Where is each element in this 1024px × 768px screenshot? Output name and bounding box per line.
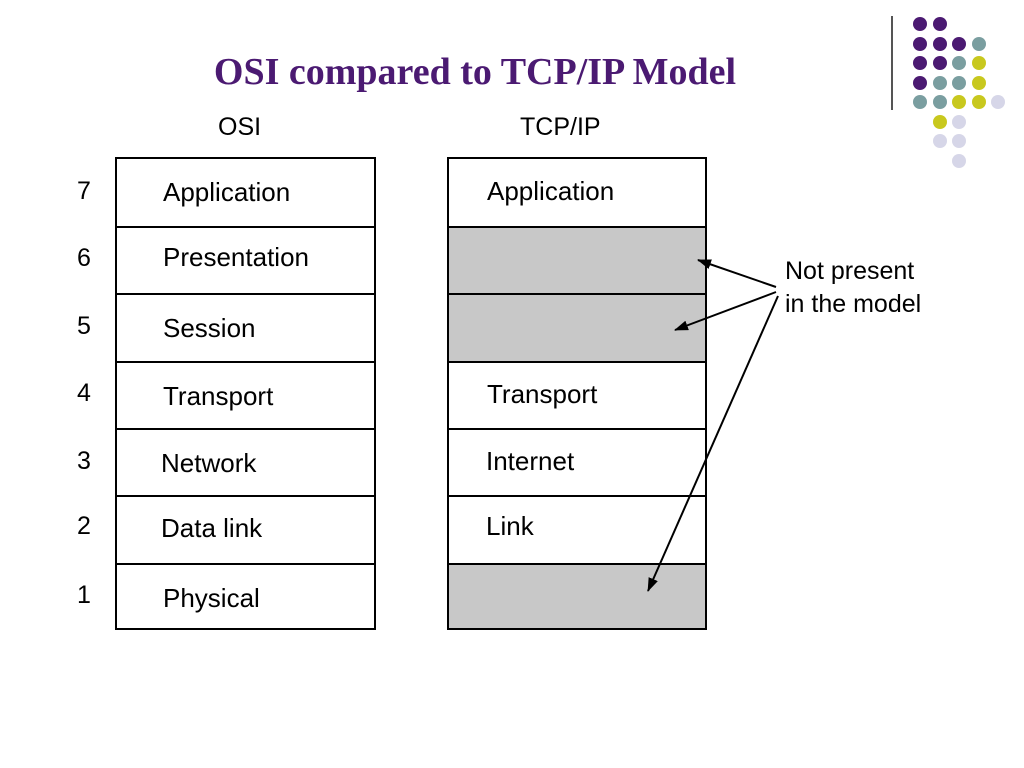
decorative-dot <box>932 17 947 31</box>
layer-number-1: 1 <box>77 581 91 609</box>
note-line-1: Not present <box>785 257 915 285</box>
slide-title: OSI compared to TCP/IP Model <box>213 51 737 93</box>
tcpip-heading: TCP/IP <box>520 113 601 141</box>
layer-number-2: 2 <box>77 512 91 540</box>
tcpip-layer-link: Link <box>449 495 705 563</box>
tcpip-layer-label: Application <box>487 176 615 206</box>
osi-layer-network: Network <box>117 428 374 495</box>
decorative-dot <box>952 95 966 109</box>
tcpip-layer-label: Internet <box>486 446 575 476</box>
decorative-dot <box>932 56 947 70</box>
decorative-dot <box>913 75 927 90</box>
decorative-dot <box>952 153 966 168</box>
osi-layer-presentation: Presentation <box>117 226 374 293</box>
tcpip-layer-label: Link <box>486 511 534 541</box>
osi-layer-label: Network <box>161 448 257 478</box>
tcpip-layer-internet: Internet <box>449 428 705 495</box>
tcpip-layer-absent-6 <box>449 226 705 293</box>
tcpip-layer-absent-5 <box>449 293 705 361</box>
osi-layer-label: Transport <box>163 381 274 411</box>
layer-number-4: 4 <box>77 379 91 407</box>
osi-layer-transport: Transport <box>117 361 374 428</box>
decorative-dot <box>991 95 1005 109</box>
decorative-dot <box>971 36 986 51</box>
decorative-dot <box>952 114 966 129</box>
decorative-dot <box>932 75 947 90</box>
arrow-to-presentation-gap <box>697 259 777 288</box>
osi-layer-label: Session <box>163 313 256 343</box>
osi-layer-physical: Physical <box>117 563 374 628</box>
decorative-dot <box>971 95 986 109</box>
arrow-to-physical-gap <box>647 295 779 592</box>
layer-number-6: 6 <box>77 244 91 272</box>
decorative-dot <box>913 56 927 70</box>
decorative-dot <box>971 56 986 70</box>
osi-heading: OSI <box>218 113 262 141</box>
tcpip-layer-application: Application <box>449 159 705 226</box>
tcpip-layer-absent-1 <box>449 563 705 628</box>
decorative-dot <box>971 75 986 90</box>
osi-layer-label: Data link <box>161 513 263 543</box>
tcpip-layer-label: Transport <box>487 379 598 409</box>
layer-number-5: 5 <box>77 312 91 340</box>
not-present-note: Not present in the model <box>785 255 921 321</box>
osi-layer-session: Session <box>117 293 374 361</box>
title-divider-line <box>891 16 893 110</box>
osi-layer-label: Application <box>163 177 291 207</box>
decorative-dot <box>952 75 966 90</box>
osi-layer-data-link: Data link <box>117 495 374 563</box>
decorative-dot <box>932 36 947 51</box>
decorative-dot <box>952 36 966 51</box>
decorative-dot <box>913 36 927 51</box>
osi-layer-label: Physical <box>163 583 260 613</box>
decorative-dot <box>932 134 947 148</box>
decorative-dot <box>932 114 947 129</box>
note-line-2: in the model <box>785 290 922 318</box>
arrow-to-session-gap <box>674 291 777 331</box>
tcpip-layer-transport: Transport <box>449 361 705 428</box>
osi-layer-label: Presentation <box>163 242 309 272</box>
decorative-dot <box>952 56 966 70</box>
decorative-dot <box>913 17 927 31</box>
decorative-dot <box>952 134 966 148</box>
layer-number-3: 3 <box>77 447 91 475</box>
tcpip-stack: Application Transport Internet Link <box>447 157 707 630</box>
decorative-dot <box>913 95 927 109</box>
decorative-dot <box>932 95 947 109</box>
osi-stack: Application Presentation Session Transpo… <box>115 157 376 630</box>
layer-number-7: 7 <box>77 177 91 205</box>
osi-layer-application: Application <box>117 159 374 226</box>
